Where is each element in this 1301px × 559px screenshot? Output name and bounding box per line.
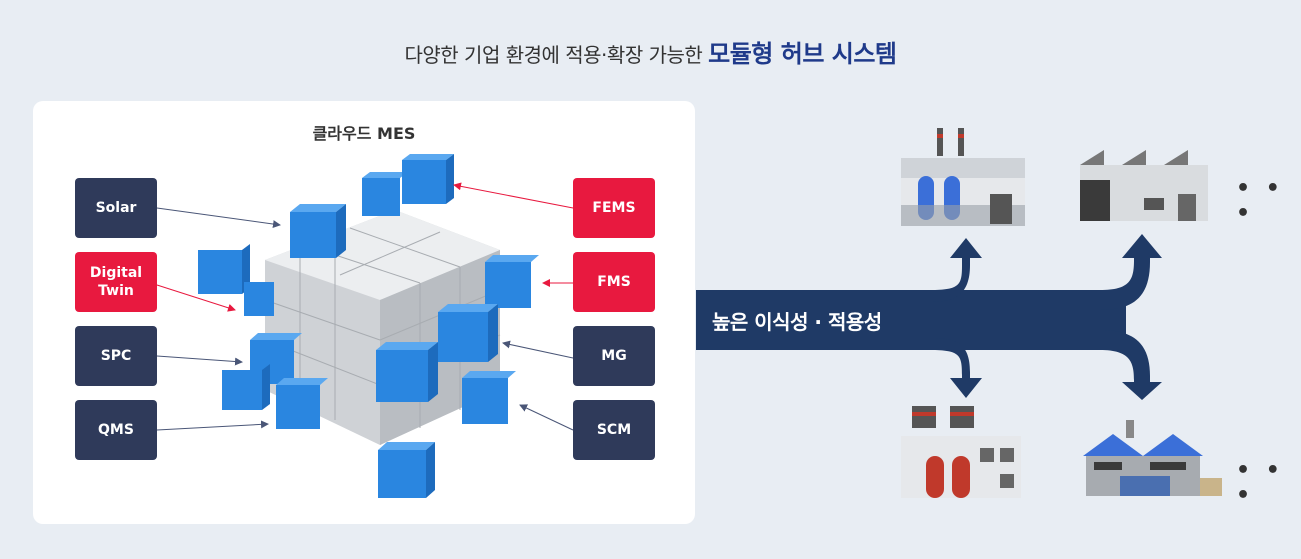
module-scm-label: SCM: [596, 421, 632, 438]
headline-lead: 다양한 기업 환경에 적용·확장 가능한: [404, 43, 703, 67]
module-digital-twin[interactable]: Digital Twin: [75, 252, 157, 312]
module-fms-label: FMS: [597, 273, 631, 290]
module-qms[interactable]: QMS: [75, 400, 157, 460]
cube-cluster-graphic: [198, 154, 539, 498]
band-label: 높은 이식성 · 적용성: [712, 309, 882, 334]
factory-icon-3: [901, 406, 1021, 498]
module-digital-twin-label: Digital Twin: [89, 264, 143, 299]
factory-icon-4: [1083, 420, 1222, 496]
distribution-band: [696, 234, 1162, 400]
headline: 다양한 기업 환경에 적용·확장 가능한 모듈형 허브 시스템: [0, 34, 1301, 69]
headline-highlight: 모듈형 허브 시스템: [708, 40, 897, 68]
factory-icon-2: [1080, 150, 1208, 221]
card-title: 클라우드 MES: [312, 124, 416, 143]
module-qms-label: QMS: [98, 421, 134, 438]
module-mg-label: MG: [601, 347, 627, 364]
module-solar-label: Solar: [95, 199, 137, 216]
module-connectors: [156, 182, 574, 431]
more-indicator-top: • • •: [1236, 176, 1284, 226]
module-solar[interactable]: Solar: [75, 178, 157, 238]
module-fms[interactable]: FMS: [573, 252, 655, 312]
module-spc[interactable]: SPC: [75, 326, 157, 386]
module-mg[interactable]: MG: [573, 326, 655, 386]
module-scm[interactable]: SCM: [573, 400, 655, 460]
more-indicator-bottom: • • •: [1236, 458, 1284, 508]
factory-icon-1: [901, 128, 1025, 226]
module-spc-label: SPC: [100, 347, 132, 364]
module-fems-label: FEMS: [592, 199, 636, 216]
module-fems[interactable]: FEMS: [573, 178, 655, 238]
